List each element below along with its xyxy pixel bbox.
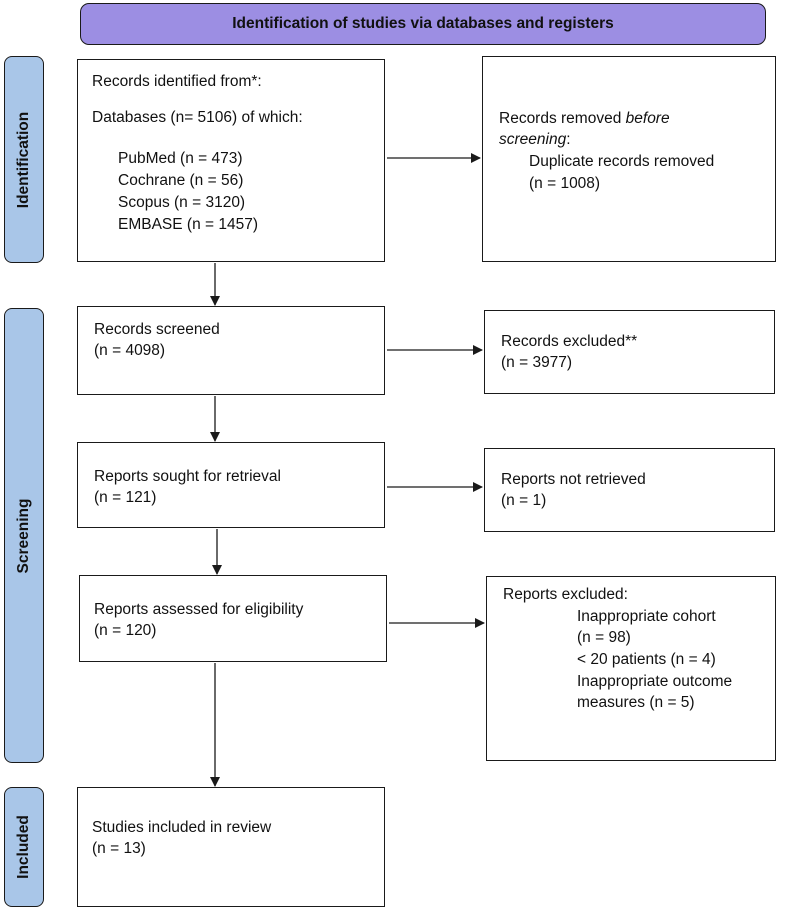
records-removed-count: (n = 1008) (529, 175, 601, 192)
source-item: Scopus (n = 3120) (118, 194, 246, 211)
exclusion-reason: (n = 98) (577, 629, 631, 646)
phase-screening: Screening (4, 308, 44, 763)
studies-included-label: Studies included in review (92, 819, 272, 836)
box-reports-assessed: Reports assessed for eligibility (n = 12… (79, 575, 387, 662)
exclusion-reason: measures (n = 5) (577, 694, 695, 711)
exclusion-reason: < 20 patients (n = 4) (577, 651, 716, 668)
records-removed-line1: Records removed before (499, 110, 670, 127)
box-reports-sought: Reports sought for retrieval (n = 121) (77, 442, 385, 528)
reports-assessed-count: (n = 120) (94, 622, 157, 639)
box-records-identified: Records identified from*: Databases (n= … (77, 59, 385, 262)
box-reports-excluded: Reports excluded: Inappropriate cohort (… (486, 576, 776, 761)
reports-sought-label: Reports sought for retrieval (94, 468, 281, 485)
reports-not-retrieved-count: (n = 1) (501, 492, 547, 509)
records-excluded-label: Records excluded** (501, 333, 638, 350)
reports-sought-count: (n = 121) (94, 489, 157, 506)
exclusion-reason: Inappropriate outcome (577, 673, 733, 690)
box-records-screened: Records screened (n = 4098) (77, 306, 385, 395)
databases-total: Databases (n= 5106) of which: (92, 109, 303, 126)
records-screened-count: (n = 4098) (94, 342, 166, 359)
source-item: Cochrane (n = 56) (118, 172, 244, 189)
records-removed-line3: Duplicate records removed (529, 153, 715, 170)
records-screened-label: Records screened (94, 321, 220, 338)
phase-included: Included (4, 787, 44, 907)
diagram-header: Identification of studies via databases … (80, 3, 766, 45)
header-title: Identification of studies via databases … (232, 15, 614, 32)
exclusion-reason: Inappropriate cohort (577, 608, 716, 625)
box-records-removed: Records removed before screening: Duplic… (482, 56, 776, 262)
source-item: PubMed (n = 473) (118, 150, 243, 167)
box-records-excluded: Records excluded** (n = 3977) (484, 310, 775, 394)
records-excluded-count: (n = 3977) (501, 354, 573, 371)
source-item: EMBASE (n = 1457) (118, 216, 258, 233)
box-reports-not-retrieved: Reports not retrieved (n = 1) (484, 448, 775, 532)
studies-included-count: (n = 13) (92, 840, 146, 857)
box-studies-included: Studies included in review (n = 13) (77, 787, 385, 907)
records-identified-title: Records identified from*: (92, 73, 262, 90)
phase-identification: Identification (4, 56, 44, 263)
reports-not-retrieved-label: Reports not retrieved (501, 471, 646, 488)
reports-assessed-label: Reports assessed for eligibility (94, 601, 304, 618)
reports-excluded-label: Reports excluded: (503, 586, 628, 603)
records-removed-line2: screening: (499, 131, 571, 148)
